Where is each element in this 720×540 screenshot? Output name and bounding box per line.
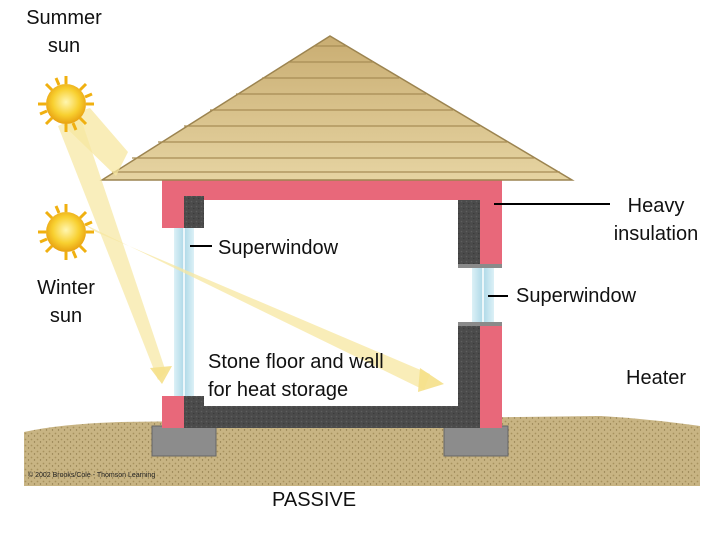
left-wall-stone-bottom	[184, 396, 204, 410]
summer-sunbeam-ground	[58, 116, 166, 380]
right-foundation	[443, 425, 509, 457]
left-wall-insulation-bottom	[162, 396, 184, 428]
left-wall-stone-top	[184, 196, 204, 228]
stone-wall-right-upper	[458, 196, 480, 266]
summer-sun-icon	[38, 76, 94, 132]
superwindow-right-label: Superwindow	[516, 285, 637, 307]
roof-siding-lines	[112, 45, 560, 173]
winter-sunbeam	[80, 222, 430, 390]
left-wall-insulation-top	[162, 196, 184, 228]
right-wall-insulation-lower	[480, 324, 502, 428]
stone-wall-right-lower	[458, 324, 480, 408]
heater-label: Heater	[626, 367, 687, 389]
roof	[99, 35, 575, 181]
superwindow-left-label: Superwindow	[218, 237, 339, 259]
left-foundation	[151, 425, 217, 457]
right-wall-insulation-upper	[480, 196, 502, 266]
caption: PASSIVE	[272, 489, 357, 511]
stone-floor	[184, 406, 480, 428]
winter-sun-icon	[38, 204, 94, 260]
copyright-notice: © 2002 Brooks/Cole - Thomson Learning	[28, 472, 156, 479]
